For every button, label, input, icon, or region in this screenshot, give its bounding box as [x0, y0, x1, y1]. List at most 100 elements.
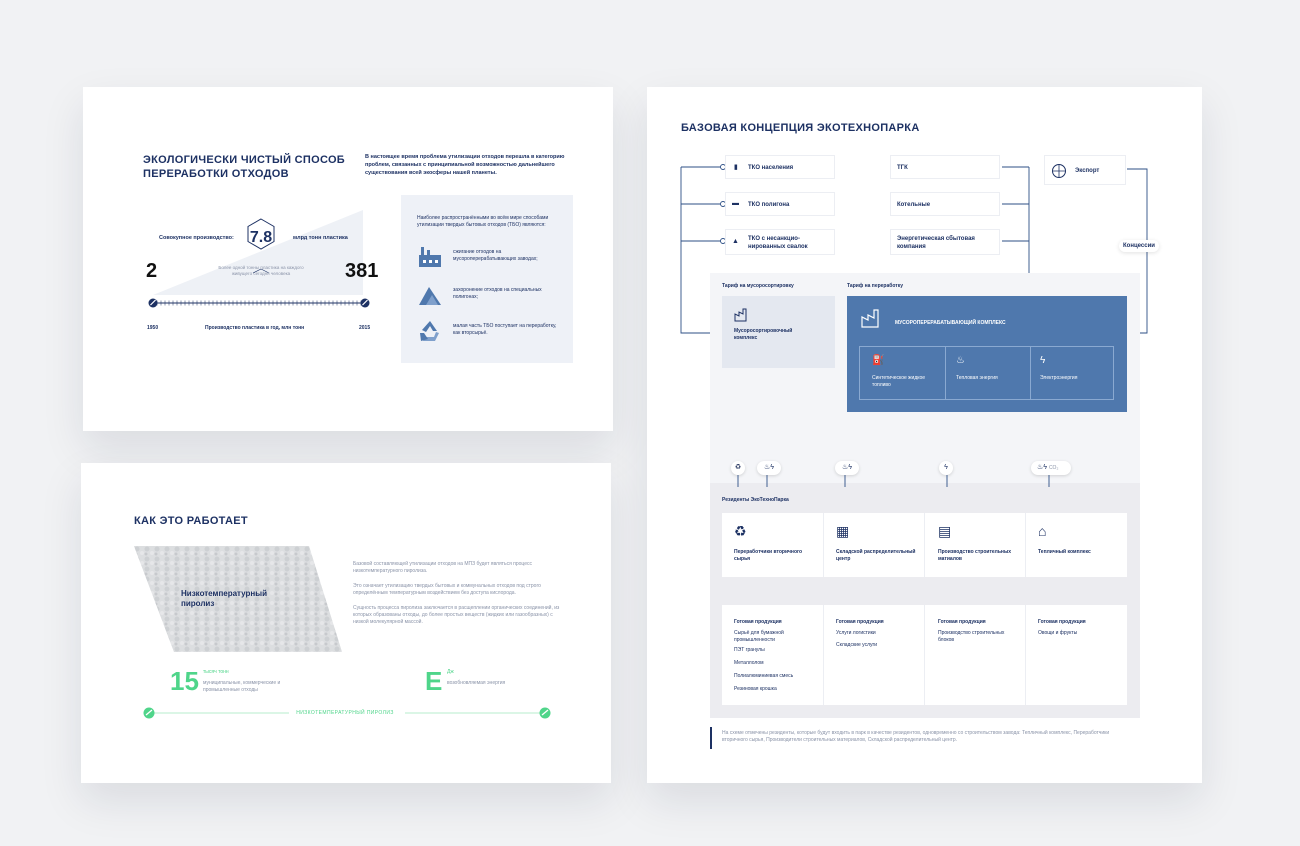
pyrolysis-timeline [143, 707, 551, 719]
aggregate-value: 7.8 [249, 229, 273, 246]
resident-3-icon: ▤ [938, 523, 952, 539]
resident-2-icon: ▦ [836, 523, 850, 539]
landfill-icon [419, 287, 441, 305]
resident-3-name: Производство строительных матиалов [938, 549, 1012, 562]
residents-row: ♻ Переработчики вторичного сырья ▦ Склад… [722, 513, 1127, 577]
products-col-1: Готовая продукция Сырьё для бумажной про… [734, 619, 820, 693]
chip-recycle: ♻ [731, 461, 745, 475]
para-3: Сущность процесса пиролиза заключается в… [353, 605, 560, 625]
start-year: 1950 [147, 325, 159, 331]
processing-complex-box: МУСОРОПЕРЕРАБАТЫВАЮЩИЙ КОМПЛЕКС ⛽ Синтет… [847, 296, 1127, 412]
resident-2-name: Складской распределительный центр [836, 549, 916, 562]
products-col-2: Готовая продукция Услуги логистики Склад… [836, 619, 920, 649]
export-box: Экспорт [1044, 155, 1126, 185]
footnote-bar [710, 727, 712, 749]
tariff-sort-label: Тариф на мусоросортировку [722, 283, 794, 289]
end-value: 381 [345, 260, 379, 282]
products-row: Готовая продукция Сырьё для бумажной про… [722, 605, 1127, 705]
recycle-icon [420, 321, 439, 341]
product-item: Складские услуги [836, 642, 878, 648]
growth-area [153, 210, 363, 295]
processing-complex-label: МУСОРОПЕРЕРАБАТЫВАЮЩИЙ КОМПЛЕКС [895, 320, 1006, 326]
stat2-value: E [425, 666, 443, 696]
factory-icon [419, 247, 441, 267]
stat2-desc: возобновляемая энергия [447, 680, 506, 686]
sort-factory-icon [734, 308, 747, 322]
slide-ecotechnopark: БАЗОВАЯ КОНЦЕПЦИЯ ЭКОТЕХНОПАРКА ▮ ТКО на… [647, 87, 1202, 783]
lightning-icon: ϟ [1040, 355, 1046, 366]
resident-4-icon: ⌂ [1038, 523, 1047, 539]
source-3-label: ТКО с несанкцио-нированных свалок [748, 236, 808, 250]
products-heading: Готовая продукция [836, 619, 884, 625]
product-item: Сырьё для бумажной промышленности [734, 630, 784, 643]
start-value: 2 [146, 260, 158, 282]
plastic-growth-graphic [148, 210, 370, 308]
output-1-label: Синтетическое жидкое топливо [872, 375, 926, 388]
resident-1-name: Переработчики вторичного сырья [734, 549, 803, 562]
tariff-proc-label: Тариф на переработку [847, 283, 904, 289]
timeline-label: НИЗКОТЕМПЕРАТУРНЫЙ ПИРОЛИЗ [296, 710, 394, 716]
chip-heat-power-2: ♨ϟ [835, 461, 859, 475]
footnote: На схеме отмечены резиденты, которые буд… [722, 730, 1110, 743]
aggregate-unit: млрд тонн пластика [293, 235, 348, 241]
concessions-label: Концессии [1119, 240, 1159, 252]
products-heading: Готовая продукция [1038, 619, 1086, 625]
end-year: 2015 [359, 325, 371, 331]
fuel-icon: ⛽ [872, 355, 885, 366]
chip-heat-power-co2: ♨ϟ CO₂ [1031, 461, 1071, 475]
per-person-note: Более одной тонны пластика на каждого жи… [218, 265, 304, 276]
output-2-label: Тепловая энергия [956, 375, 998, 381]
consumer-box-3: Энергетическая сбытовая компания [890, 229, 1000, 255]
aggregate-label: Совокупное производство: [159, 235, 234, 241]
para-1: Базовой составляющей утилизации отходов … [353, 561, 533, 574]
source-2-label: ТКО полигона [748, 202, 790, 208]
slide1-intro: В настоящее время проблема утилизации от… [365, 154, 565, 176]
source-box-3: ▲ ТКО с несанкцио-нированных свалок [725, 229, 835, 255]
truck-icon: ▬ [732, 200, 739, 207]
products-col-4: Готовая продукция Овощи и фрукты [1038, 619, 1118, 637]
sort-complex-box: Мусоросортировочный комплекс [722, 296, 835, 368]
globe-icon [1052, 164, 1066, 178]
products-heading: Готовая продукция [734, 619, 782, 625]
heat-power-glyphs: ♨ϟ [1037, 464, 1047, 471]
export-label: Экспорт [1075, 168, 1100, 174]
processing-factory-icon [861, 309, 879, 328]
slide1-title: ЭКОЛОГИЧЕСКИ ЧИСТЫЙ СПОСОБ ПЕРЕРАБОТКИ О… [143, 154, 346, 180]
photo-label: Низкотемпературный пиролиз [181, 589, 267, 608]
slide-how-it-works: КАК ЭТО РАБОТАЕТ Низкотемпературный пиро… [81, 463, 611, 783]
resident-1-icon: ♻ [734, 523, 747, 539]
sort-complex-label: Мусоросортировочный комплекс [734, 328, 793, 341]
products-col-3: Готовая продукция Производство строитель… [938, 619, 1018, 644]
flame-icon: ♨ [956, 355, 965, 366]
chip-heat-power-1: ♨ϟ [757, 461, 781, 475]
output-3-label: Электроэнергия [1040, 375, 1078, 381]
method-3-text: малая часть ТБО поступает на переработку… [453, 323, 557, 336]
stat1-value: 15 [170, 666, 199, 696]
stat1-unit: тысяч тонн [203, 669, 229, 675]
axis-label: Производство пластика в год, млн тонн [205, 325, 305, 331]
method-1-text: сжигание отходов на мусороперерабатывающ… [453, 249, 538, 262]
slide2-title: КАК ЭТО РАБОТАЕТ [134, 515, 248, 527]
consumer-2-label: Котельные [897, 202, 931, 208]
chip-power: ϟ [939, 461, 953, 475]
consumer-box-1: ТГК [890, 155, 1000, 179]
source-box-2: ▬ ТКО полигона [725, 192, 835, 216]
slide3-title: БАЗОВАЯ КОНЦЕПЦИЯ ЭКОТЕХНОПАРКА [681, 122, 920, 134]
methods-panel: Наиболее распространёнными во всём мире … [401, 195, 573, 363]
source-1-label: ТКО населения [748, 165, 794, 171]
residents-label: Резиденты ЭкоТехноПарка [722, 497, 789, 503]
product-item: Резиновая крошка [734, 686, 777, 692]
product-item: Производство строительных блоков [938, 630, 1005, 643]
outputs-grid: ⛽ Синтетическое жидкое топливо ♨ Теплова… [859, 346, 1114, 400]
product-item: ПЭТ гранулы [734, 647, 765, 653]
consumer-1-label: ТГК [897, 165, 908, 171]
method-2-text: захоронение отходов на специальных полиг… [453, 287, 542, 300]
slide-ecology: ЭКОЛОГИЧЕСКИ ЧИСТЫЙ СПОСОБ ПЕРЕРАБОТКИ О… [83, 87, 613, 431]
source-box-1: ▮ ТКО населения [725, 155, 835, 179]
methods-intro: Наиболее распространёнными во всём мире … [417, 215, 549, 228]
stat2-unit: Дж [447, 669, 454, 675]
product-item: Услуги логистики [836, 630, 876, 636]
consumer-box-2: Котельные [890, 192, 1000, 216]
product-item: Металлолом [734, 660, 764, 666]
timeline-ticks [156, 300, 366, 306]
